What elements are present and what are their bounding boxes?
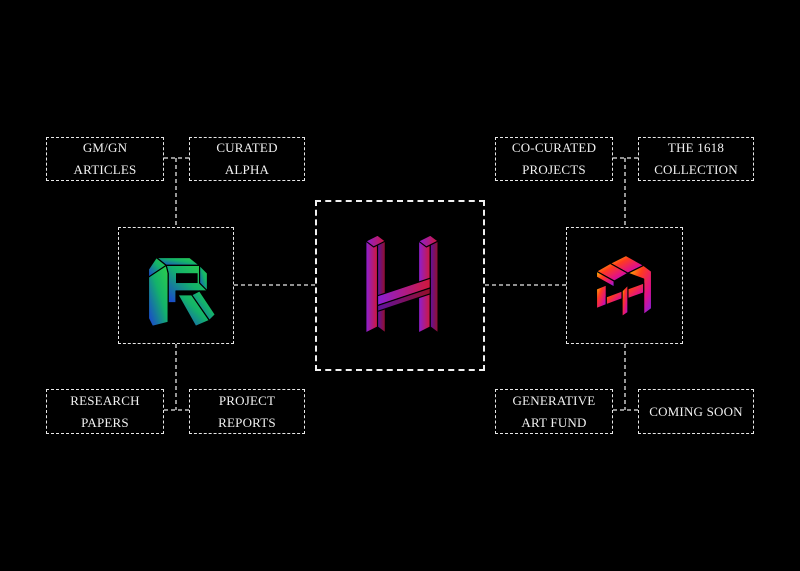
node-label: COMING SOON	[649, 403, 743, 419]
node-label: CO-CURATED PROJECTS	[511, 140, 597, 177]
node-research-papers: RESEARCH PAPERS	[46, 389, 164, 434]
node-project-reports: PROJECT REPORTS	[189, 389, 305, 434]
node-label: THE 1618 COLLECTION	[654, 140, 738, 177]
node-label: RESEARCH PAPERS	[70, 392, 140, 430]
cube-logo-node	[566, 227, 683, 344]
node-curated-alpha: CURATED ALPHA	[189, 137, 305, 181]
h-central-hub-node	[315, 200, 485, 371]
node-co-curated-projects: CO-CURATED PROJECTS	[495, 137, 613, 181]
node-the-1618-collection: THE 1618 COLLECTION	[638, 137, 754, 181]
node-label: GM/GN ARTICLES	[73, 140, 137, 177]
node-coming-soon: COMING SOON	[638, 389, 754, 434]
node-label: GENERATIVE ART FUND	[512, 392, 596, 430]
h-isometric-logo-icon	[365, 234, 439, 334]
node-label: PROJECT REPORTS	[218, 392, 276, 430]
node-generative-art-fund: GENERATIVE ART FUND	[495, 389, 613, 434]
r-logo-node	[118, 227, 234, 344]
cube-h-isometric-logo-icon	[595, 254, 653, 318]
node-label: CURATED ALPHA	[216, 140, 278, 177]
r-isometric-logo-icon	[147, 256, 216, 327]
node-gm-gn-articles: GM/GN ARTICLES	[46, 137, 164, 181]
